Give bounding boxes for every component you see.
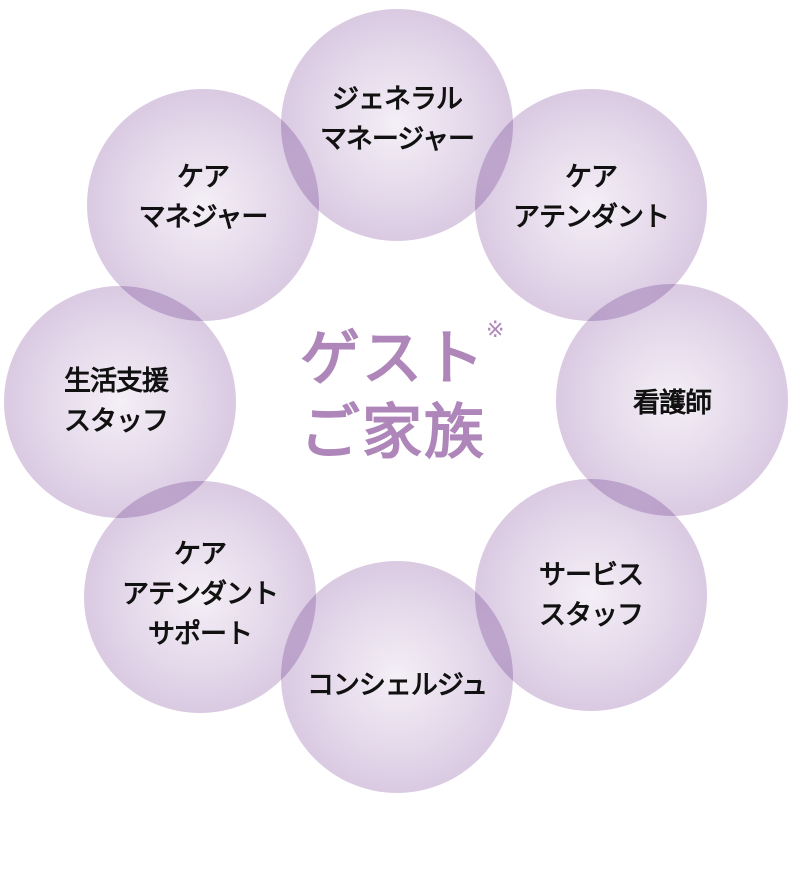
circle-care-attendant-support xyxy=(84,481,316,713)
circle-nurse xyxy=(556,284,788,516)
label-service-staff: サービス スタッフ xyxy=(475,556,707,636)
label-line: ジェネラル xyxy=(332,84,463,115)
label-care-attendant-support: ケア アテンダント サポート xyxy=(84,535,316,655)
circle-life-support-staff xyxy=(4,286,236,518)
circle-care-attendant xyxy=(475,89,707,321)
label-line: ケア xyxy=(565,162,618,193)
center-title-line2: ご家族 xyxy=(300,398,486,468)
center-title-line1: ゲスト xyxy=(300,324,486,394)
circle-general-manager xyxy=(281,9,513,241)
label-line: コンシェルジュ xyxy=(306,670,488,701)
label-line: スタッフ xyxy=(64,406,169,437)
label-line: アテンダント xyxy=(513,202,670,233)
label-line: マネージャー xyxy=(319,124,475,155)
label-line: マネジャー xyxy=(138,202,269,233)
note-mark: ※ xyxy=(486,318,505,343)
label-line: アテンダント xyxy=(122,579,279,610)
circle-service-staff xyxy=(475,479,707,711)
circle-concierge xyxy=(281,561,513,793)
label-life-support-staff: 生活支援 スタッフ xyxy=(0,362,232,442)
label-care-attendant: ケア アテンダント xyxy=(475,158,707,238)
label-nurse: 看護師 xyxy=(556,384,788,424)
label-care-manager: ケア マネジャー xyxy=(87,158,319,238)
label-line: 生活支援 xyxy=(64,366,169,397)
label-line: 看護師 xyxy=(633,388,712,419)
label-line: ケア xyxy=(174,539,227,570)
circle-care-manager xyxy=(87,89,319,321)
label-line: サポート xyxy=(148,619,253,650)
label-concierge: コンシェルジュ xyxy=(281,666,513,706)
label-line: ケア xyxy=(177,162,230,193)
label-general-manager: ジェネラル マネージャー xyxy=(281,80,513,160)
label-line: サービス xyxy=(539,560,644,591)
center-title: ゲスト ご家族 xyxy=(300,322,486,470)
label-line: スタッフ xyxy=(539,600,644,631)
